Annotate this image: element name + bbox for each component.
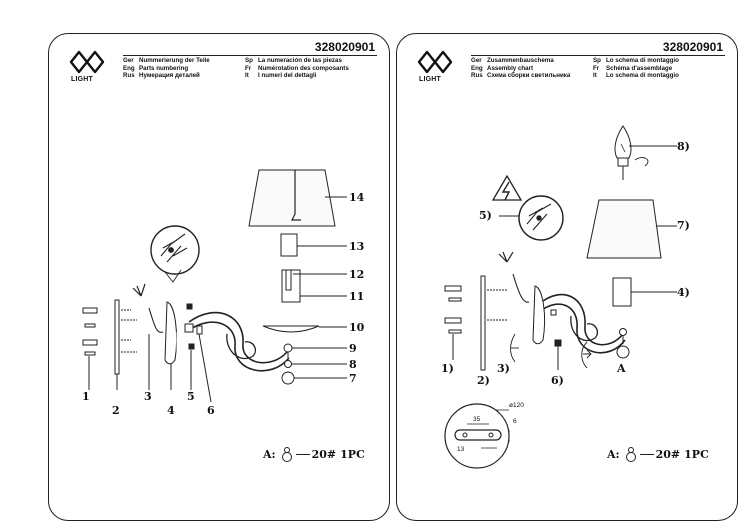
- pieces-qty: 1PC: [340, 447, 365, 461]
- panel-header: LIGHT 328020901 Ger Zusammenbauschema Sp…: [397, 34, 737, 94]
- part-label: 5): [479, 209, 492, 222]
- parts-numbering-panel: LIGHT 328020901 Ger Nummerierung der Tei…: [48, 33, 390, 521]
- part-label: 3: [144, 390, 152, 403]
- dimension-diameter: ø120: [509, 402, 524, 409]
- part-label: 10: [349, 321, 365, 334]
- crystal-drop-icon: [281, 447, 292, 462]
- language-code: It: [245, 72, 249, 80]
- language-text: Nummerierung der Teile: [139, 57, 210, 64]
- dimension-offset: 13: [457, 446, 465, 453]
- pieces-prefix: A:: [263, 447, 276, 461]
- pieces-note: A: 20# 1PC: [263, 446, 365, 462]
- language-text: Numérotation des composants: [258, 64, 349, 72]
- language-row: Eng Assembly chart Fr Schéma d'assemblag…: [471, 65, 731, 73]
- language-text: Схема сборки светильника: [487, 72, 571, 80]
- part-label: 11: [349, 290, 365, 303]
- pieces-leader: [639, 453, 654, 455]
- part-label: 14: [349, 191, 365, 204]
- language-text: Нумерация деталей: [139, 72, 200, 80]
- part-label: 3): [497, 362, 510, 375]
- pieces-count: 20#: [311, 447, 337, 461]
- part-label: 9: [349, 342, 357, 355]
- pieces-prefix: A:: [607, 447, 620, 461]
- pieces-note: A: 20# 1PC: [607, 446, 709, 462]
- language-row: Eng Parts numbering Fr Numérotation des …: [123, 65, 383, 73]
- part-label: 2: [112, 404, 120, 417]
- language-code: It: [593, 72, 597, 80]
- pieces-leader: [295, 453, 310, 455]
- language-code: Fr: [245, 64, 252, 72]
- language-text: Parts numbering: [139, 64, 189, 72]
- language-code: Ger: [471, 57, 482, 64]
- pieces-count: 20#: [655, 447, 681, 461]
- language-text: Lo schema di montaggio: [606, 72, 679, 80]
- language-code: Ger: [123, 57, 134, 64]
- language-text: Assembly chart: [487, 64, 534, 72]
- language-code: Eng: [123, 64, 135, 72]
- logo-text: LIGHT: [419, 76, 441, 83]
- exploded-view-drawing: [82, 169, 347, 403]
- part-label: 6): [551, 374, 564, 387]
- part-label: 13: [349, 240, 365, 253]
- dimension-width: 35: [473, 416, 481, 423]
- logo-text: LIGHT: [71, 76, 93, 83]
- part-label: 1: [82, 390, 90, 403]
- language-text: I numeri del dettagli: [258, 72, 317, 80]
- part-label: A: [617, 362, 626, 375]
- brand-logo-icon: [69, 50, 105, 74]
- language-list: Ger Zusammenbauschema Sp Lo schema di mo…: [471, 57, 731, 80]
- language-code: Rus: [471, 72, 483, 80]
- language-list: Ger Nummerierung der Teile Sp La numerac…: [123, 57, 383, 80]
- brand-logo-icon: [417, 50, 453, 74]
- product-code: 328020901: [314, 40, 375, 54]
- product-code: 328020901: [662, 40, 723, 54]
- language-code: Eng: [471, 64, 483, 72]
- language-text: Schéma d'assemblage: [606, 64, 673, 72]
- language-row: Rus Схема сборки светильника It Lo schem…: [471, 72, 731, 80]
- pieces-qty: 1PC: [684, 447, 709, 461]
- part-label: 5: [187, 390, 195, 403]
- language-text: Lo schema di montaggio: [606, 57, 679, 64]
- part-label: 4: [167, 404, 175, 417]
- language-text: Zusammenbauschema: [487, 57, 554, 64]
- panel-header: LIGHT 328020901 Ger Nummerierung der Tei…: [49, 34, 389, 94]
- part-label: 8: [349, 358, 357, 371]
- language-row: Rus Нумерация деталей It I numeri del de…: [123, 72, 383, 80]
- language-code: Fr: [593, 64, 600, 72]
- assembly-chart-panel: LIGHT 328020901 Ger Zusammenbauschema Sp…: [396, 33, 738, 521]
- crystal-drop-icon: [625, 447, 636, 462]
- part-label: 12: [349, 268, 365, 281]
- header-rule: [471, 55, 725, 56]
- language-row: Ger Zusammenbauschema Sp Lo schema di mo…: [471, 57, 731, 65]
- part-label: 6: [207, 404, 215, 417]
- language-text: La numeración de las piezas: [258, 57, 342, 64]
- language-row: Ger Nummerierung der Teile Sp La numerac…: [123, 57, 383, 65]
- part-label: 1): [441, 362, 454, 375]
- part-label: 4): [677, 286, 690, 299]
- language-code: Rus: [123, 72, 135, 80]
- dimension-hole: 6: [513, 418, 517, 425]
- language-code: Sp: [593, 57, 601, 64]
- part-label: 7: [349, 372, 357, 385]
- part-label: 7): [677, 219, 690, 232]
- header-rule: [123, 55, 377, 56]
- part-label: 2): [477, 374, 490, 387]
- part-label: 8): [677, 140, 690, 153]
- assembly-drawing: [444, 125, 677, 469]
- language-code: Sp: [245, 57, 253, 64]
